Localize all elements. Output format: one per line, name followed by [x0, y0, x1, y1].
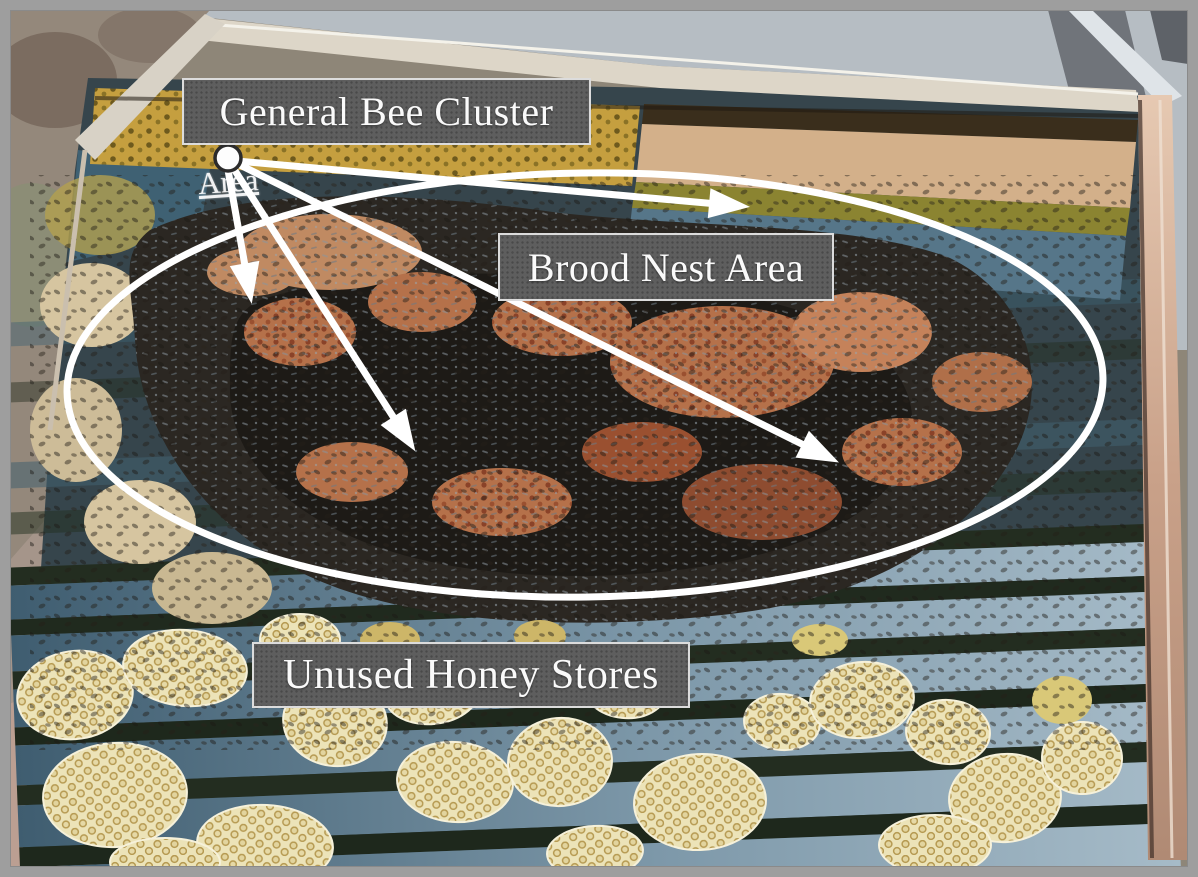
annotation-overlay	[63, 143, 1107, 601]
cluster-origin-marker	[213, 143, 243, 173]
arrow-right	[236, 157, 750, 219]
label-unused-honey-stores: Unused Honey Stores	[252, 642, 690, 708]
arrow-down-right	[232, 158, 839, 463]
label-general-bee-cluster: General Bee Cluster	[182, 78, 591, 145]
label-brood-nest-area: Brood Nest Area	[498, 233, 834, 301]
arrow-down-short	[224, 169, 260, 304]
cluster-ellipse-annotation	[63, 169, 1107, 601]
arrow-down-center	[229, 164, 416, 452]
